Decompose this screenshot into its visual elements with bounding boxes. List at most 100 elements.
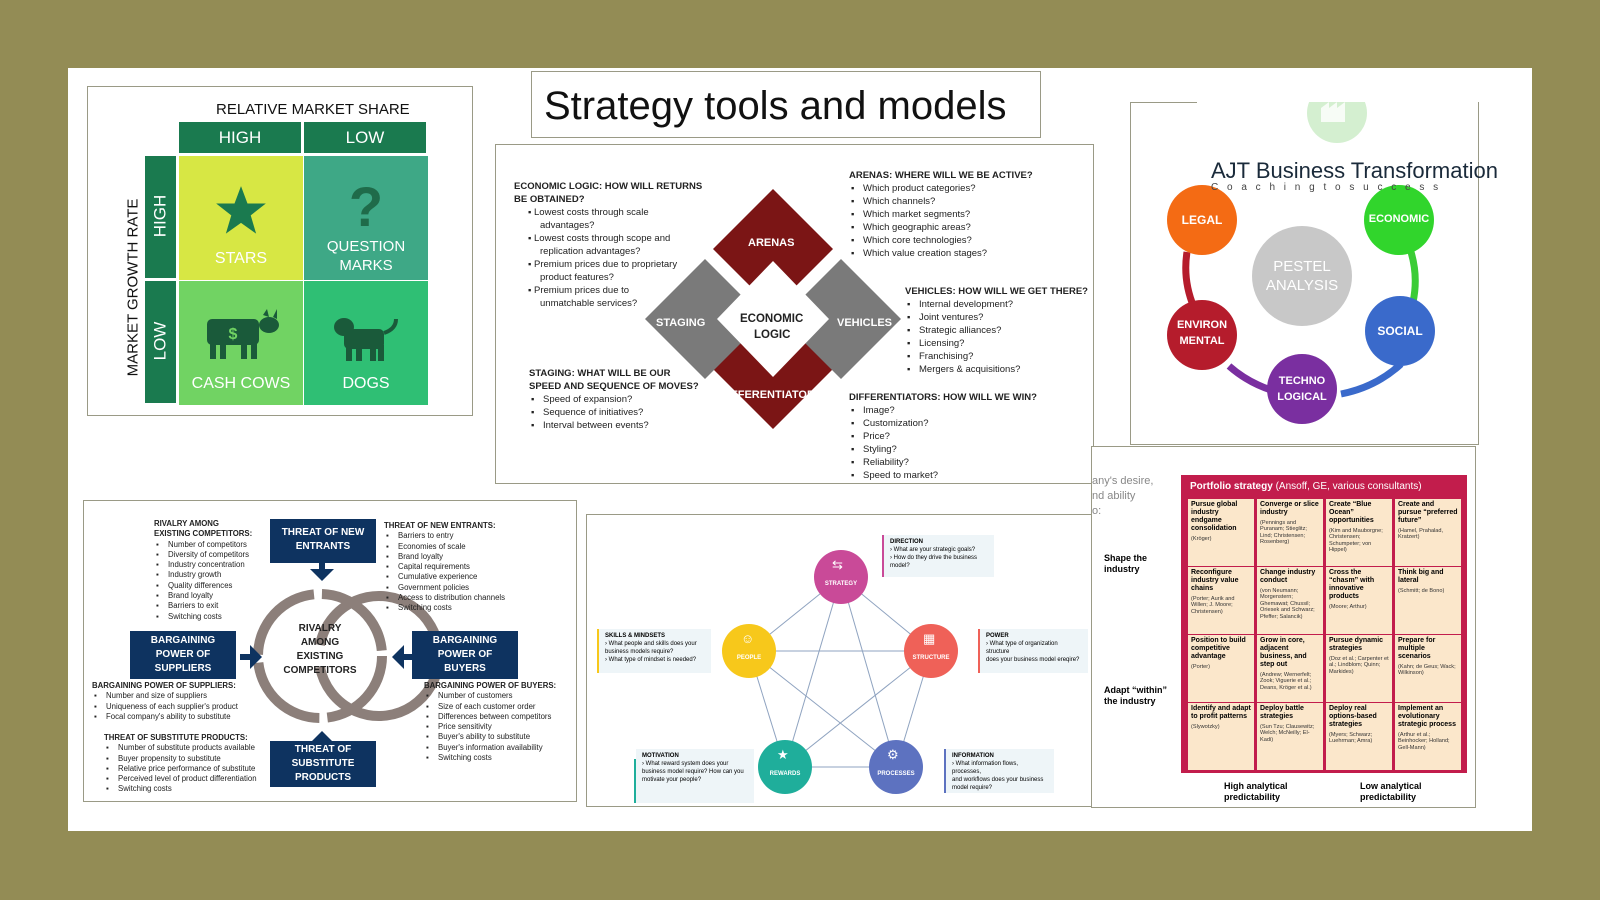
- portfolio-row1-label-2: industry: [1104, 564, 1140, 574]
- portfolio-cell-title: Converge or slice industry: [1260, 501, 1319, 516]
- portfolio-panel: any's desire, nd ability o: Shape the in…: [1091, 446, 1476, 808]
- diamond-vehicles-label: VEHICLES: [837, 317, 893, 329]
- porter-suppliers-box: BARGAINING POWER OF SUPPLIERS: [130, 631, 236, 679]
- portfolio-cell-refs: (Schmitt; de Bono): [1398, 588, 1445, 594]
- star-structure-label: STRUCTURE: [912, 655, 950, 661]
- porter-substitute-box: THREAT OF SUBSTITUTE PRODUCTS: [270, 741, 376, 787]
- power-info: POWER › What type of organization struct…: [980, 629, 1088, 673]
- portfolio-cell-title: Create and pursue “preferred future”: [1398, 501, 1458, 524]
- portfolio-row2-label-2: the industry: [1104, 696, 1156, 706]
- slide: Strategy tools and models RELATIVE MARKE…: [68, 68, 1532, 831]
- portfolio-cell-title: Cross the “chasm” with innovative produc…: [1329, 569, 1375, 600]
- portfolio-cell-title: Change industry conduct: [1260, 569, 1316, 584]
- portfolio-cell-title: Think big and lateral: [1398, 569, 1444, 584]
- econ-item: ▪ Premium prices due to: [528, 285, 630, 296]
- pestel-environ-1: ENVIRON: [1176, 319, 1228, 331]
- portfolio-cell-title: Implement an evolutionary strategic proc…: [1398, 705, 1456, 728]
- portfolio-cell-refs: (Hamel, Prahalad, Kratzert): [1398, 528, 1444, 541]
- portfolio-cell-refs: (Doz et al.; Carpenter et al.; Lindblom;…: [1329, 656, 1389, 675]
- porter-buyers-text: BARGAINING POWER OF BUYERS: Number of cu…: [424, 681, 556, 764]
- pestel-legal: LEGAL: [1181, 213, 1223, 227]
- portfolio-cell-refs: (Kröger): [1191, 536, 1212, 542]
- pestel-techno-2: LOGICAL: [1277, 391, 1327, 403]
- diamond-staging-label: STAGING: [656, 317, 706, 329]
- skills-info: SKILLS & MINDSETS › What people and skil…: [599, 629, 711, 673]
- porter-center-3: EXISTING: [296, 651, 344, 662]
- portfolio-cell-title: Deploy battle strategies: [1260, 705, 1304, 720]
- bcg-matrix-panel: RELATIVE MARKET SHARE HIGH LOW MARKET GR…: [87, 86, 473, 416]
- porter-substitute-text: THREAT OF SUBSTITUTE PRODUCTS: Number of…: [104, 733, 257, 795]
- portfolio-cell: Deploy battle strategies (Sun Tzu; Clause…: [1257, 703, 1323, 770]
- portfolio-cell-refs: (Arthur et al.; Beinhocker; Holland; Gel…: [1398, 732, 1450, 751]
- bcg-col-high: HIGH: [179, 122, 301, 153]
- portfolio-cell: Position to build competitive advantage (…: [1188, 635, 1254, 702]
- title-box: Strategy tools and models: [531, 71, 1041, 138]
- pestel-environ-2: MENTAL: [1179, 335, 1225, 347]
- people-icon: ☺: [741, 631, 755, 646]
- star-model-graphic: [597, 535, 980, 803]
- direction-info: DIRECTION › What are your strategic goal…: [884, 535, 994, 577]
- portfolio-cell-refs: (Sun Tzu; Clausewitz; Welch; McNeilly; E…: [1260, 724, 1315, 743]
- portfolio-cell: Converge or slice industry(Pennings and …: [1257, 499, 1323, 566]
- portfolio-cell: Cross the “chasm” with innovative produc…: [1326, 567, 1392, 634]
- portfolio-cell: Grow in core, adjacent business, and ste…: [1257, 635, 1323, 702]
- portfolio-cell-refs: (Myers; Schwarz; Luehrman; Amra): [1329, 732, 1373, 745]
- bcg-cash-cows-cell: $ CASH COWS: [179, 281, 303, 405]
- portfolio-cell-refs: (von Neumann; Morgenstern; Ghemawat; Chu…: [1260, 588, 1315, 620]
- star-processes-label: PROCESSES: [877, 771, 915, 777]
- diamond-center-2: LOGIC: [754, 329, 791, 341]
- svg-text:$: $: [229, 326, 238, 343]
- pestel-panel: AJT Business Transformation C o a c h i …: [1130, 102, 1498, 445]
- portfolio-cell: Change industry conduct (von Neumann; Mor…: [1257, 567, 1323, 634]
- bcg-stars-cell: STARS: [179, 156, 303, 280]
- porter-panel: RIVALRY AMONG EXISTING COMPETITORS THREA…: [83, 500, 577, 802]
- portfolio-cell-title: Position to build competitive advantage: [1191, 637, 1246, 660]
- portfolio-cell-title: Pursue dynamic strategies: [1329, 637, 1384, 652]
- porter-entrants-text: THREAT OF NEW ENTRANTS: Barriers to entr…: [384, 521, 505, 614]
- star-icon: [216, 186, 266, 234]
- portfolio-cell: Implement an evolutionary strategic proc…: [1395, 703, 1461, 770]
- arenas-list: Which product categories? Which channels…: [849, 182, 1033, 260]
- pestel-brand: AJT Business Transformation: [1211, 158, 1498, 183]
- dog-icon: [334, 318, 398, 361]
- portfolio-cell-title: Pursue global industry endgame consolida…: [1191, 501, 1238, 532]
- bcg-row-low: LOW: [145, 281, 176, 403]
- portfolio-cell: Prepare for multiple scenarios(Kahn; de …: [1395, 635, 1461, 702]
- econ-item: ▪ Lowest costs through scope and: [528, 233, 671, 244]
- pestel-center-2: ANALYSIS: [1265, 277, 1339, 294]
- portfolio-col1-label-1: High analytical: [1224, 781, 1288, 791]
- bcg-col-low: LOW: [304, 122, 426, 153]
- pestel-techno-1: TECHNO: [1278, 375, 1326, 387]
- portfolio-cell: Reconfigure industry value chains(Porter…: [1188, 567, 1254, 634]
- star-model-panel: ⇆ ▦ ⚙ ★ ☺ STRATEGY STRUCTURE PROCESSES R…: [586, 514, 1094, 807]
- portfolio-cell-title: Grow in core, adjacent business, and ste…: [1260, 637, 1307, 668]
- portfolio-cell: Deploy real options-based strategies (Mye…: [1326, 703, 1392, 770]
- portfolio-cell: Identify and adapt to profit patterns (Sl…: [1188, 703, 1254, 770]
- page-title: Strategy tools and models: [544, 84, 1007, 128]
- portfolio-cell-refs: (Porter): [1191, 664, 1210, 670]
- pestel-tagline: C o a c h i n g t o s u c c e s s: [1211, 182, 1442, 193]
- portfolio-cell-refs: (Slywotzky): [1191, 724, 1220, 730]
- portfolio-cell-title: Identify and adapt to profit patterns: [1191, 705, 1251, 720]
- portfolio-col1-label-2: predictability: [1224, 792, 1281, 802]
- portfolio-cell: Pursue dynamic strategies (Doz et al.; Ca…: [1326, 635, 1392, 702]
- differentiators-list: Image? Customization? Price? Styling? Re…: [849, 404, 1037, 482]
- porter-buyers-box: BARGAINING POWER OF BUYERS: [412, 631, 518, 679]
- portfolio-header: Portfolio strategy (Ansoff, GE, various …: [1190, 481, 1422, 492]
- star-people-label: PEOPLE: [736, 655, 762, 661]
- econ-logic-text: ECONOMIC LOGIC: HOW WILL RETURNS BE OBTA…: [514, 181, 703, 309]
- question-icon: ?: [348, 175, 384, 238]
- portfolio-cell: Create and pursue “preferred future” (Ham…: [1395, 499, 1461, 566]
- information-info: INFORMATION › What information flows, pr…: [946, 749, 1054, 793]
- econ-item: ▪ Premium prices due to proprietary: [528, 259, 678, 270]
- diamond-graphic: [645, 189, 901, 429]
- star-rewards-label: REWARDS: [769, 771, 801, 777]
- diamond-arenas-label: ARENAS: [748, 237, 795, 249]
- strategy-icon: ⇆: [832, 557, 843, 572]
- portfolio-col2-label-2: predictability: [1360, 792, 1417, 802]
- porter-center-1: RIVALRY: [298, 623, 342, 634]
- diamond-center-1: ECONOMIC: [740, 313, 804, 325]
- structure-icon: ▦: [923, 631, 936, 646]
- bcg-question-cell: ? QUESTION MARKS: [304, 156, 428, 280]
- portfolio-cell-title: Deploy real options-based strategies: [1329, 705, 1377, 728]
